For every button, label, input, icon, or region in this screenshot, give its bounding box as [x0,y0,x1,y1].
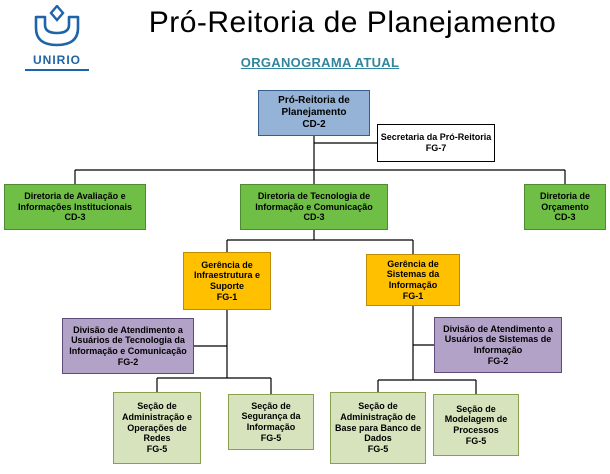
org-node-grade: FG-1 [216,291,238,302]
org-node-diretoria-orcamento: Diretoria de Orçamento CD-3 [524,184,606,230]
org-node-label: Pró-Reitoria de Planejamento [278,95,350,119]
org-node-diretoria-tic: Diretoria de Tecnologia de Informação e … [240,184,388,230]
org-node-label: Gerência de Sistemas da Informação [386,258,440,290]
org-node-grade: CD-2 [302,118,326,130]
org-node-label: Seção de Modelagem de Processos [444,403,508,435]
org-node-secao-redes: Seção de Administração e Operações de Re… [113,392,201,464]
org-node-grade: FG-2 [487,355,509,366]
unirio-logo: UNIRIO [12,5,102,71]
org-node-label: Secretaria da Pró-Reitoria [380,132,492,143]
org-node-secretaria: Secretaria da Pró-Reitoria FG-7 [377,124,495,162]
org-node-label: Diretoria de Tecnologia de Informação e … [255,191,373,212]
org-node-grade: CD-3 [554,212,576,223]
page-title: Pró-Reitoria de Planejamento [148,6,557,39]
org-node-label: Diretoria de Avaliação e Informações Ins… [17,191,133,212]
unirio-logo-icon [34,5,80,47]
org-node-divisao-usuarios-sistemas: Divisão de Atendimento a Usuários de Sis… [434,317,562,373]
org-node-secao-seguranca: Seção de Segurança da Informação FG-5 [228,394,314,450]
org-node-diretoria-avaliacao: Diretoria de Avaliação e Informações Ins… [4,184,146,230]
org-node-label: Seção de Administração e Operações de Re… [121,401,193,444]
org-node-grade: FG-1 [402,290,424,301]
org-node-label: Seção de Administração de Base para Banc… [334,401,422,444]
org-node-grade: CD-3 [64,212,86,223]
org-node-label: Divisão de Atendimento a Usuários de Sis… [443,323,553,355]
org-node-grade: FG-5 [260,432,282,443]
org-node-grade: FG-5 [465,435,487,446]
org-node-secao-banco-dados: Seção de Administração de Base para Banc… [330,392,426,464]
org-node-label: Diretoria de Orçamento [539,191,590,212]
org-node-grade: FG-7 [425,143,447,153]
org-node-pro-reitoria: Pró-Reitoria de Planejamento CD-2 [258,90,370,136]
org-node-grade: CD-3 [303,212,325,223]
org-node-gerencia-sistemas: Gerência de Sistemas da Informação FG-1 [366,254,460,306]
org-node-gerencia-infraestrutura: Gerência de Infraestrutura e Suporte FG-… [183,252,271,310]
org-node-secao-modelagem: Seção de Modelagem de Processos FG-5 [433,394,519,456]
org-node-label: Gerência de Infraestrutura e Suporte [193,259,261,291]
unirio-logo-text: UNIRIO [25,52,89,71]
org-node-label: Divisão de Atendimento a Usuários de Tec… [69,324,187,356]
org-node-grade: FG-5 [146,443,168,454]
org-node-divisao-usuarios-tic: Divisão de Atendimento a Usuários de Tec… [62,318,194,374]
page-subtitle: ORGANOGRAMA ATUAL [240,55,400,70]
org-node-label: Seção de Segurança da Informação [241,400,301,432]
org-node-grade: FG-2 [117,356,139,367]
org-node-grade: FG-5 [367,443,389,454]
